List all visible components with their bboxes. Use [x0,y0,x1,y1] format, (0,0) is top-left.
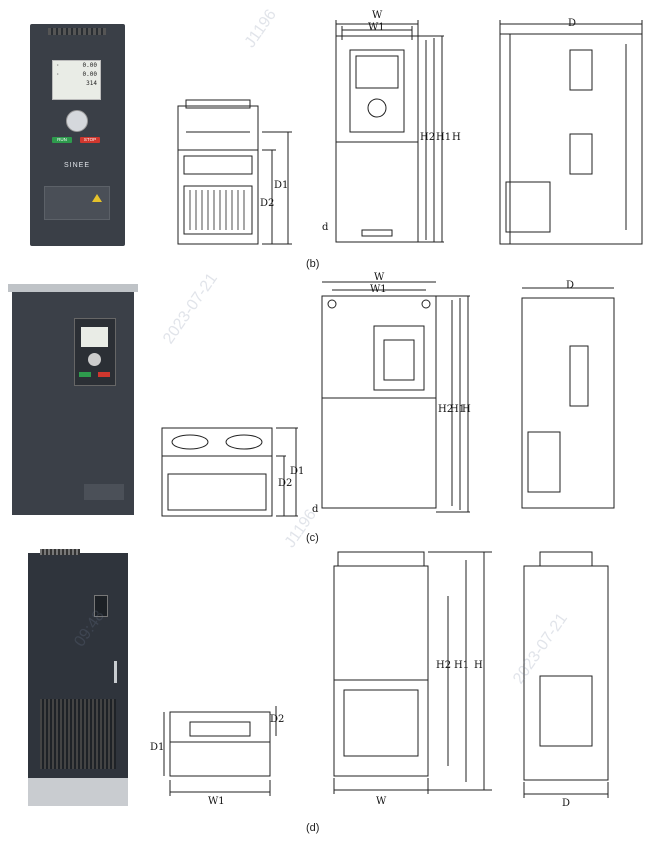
keypad-display: ·0.00 ·0.00 314 [52,60,101,100]
panel-c-front-view [321,281,470,513]
panel-b-top-view [177,99,292,245]
b-label-d1: D1 [274,180,288,191]
nameplate [44,186,110,220]
c-label-d1: D1 [290,466,304,477]
panel-c-mount-bracket [8,284,138,292]
panel-d-keypad [94,595,108,617]
panel-c-nameplate [84,484,124,500]
d-label-h1: H1 [454,660,469,671]
panel-c-keypad [74,318,116,386]
display-line-2: 0.00 [82,71,97,78]
panel-d-product-photo [28,549,128,806]
d-label-d2: D2 [270,714,284,725]
d-label-h: H [474,660,483,671]
c-label-depth: D [566,280,574,291]
panel-c-top-view [161,427,298,517]
d-label-w1: W1 [208,796,225,807]
panel-c-product-photo [8,284,138,515]
c-label-w: W [374,272,385,283]
run-key: RUN [52,137,72,143]
panel-d-handle [114,661,117,683]
b-label-w1: W1 [368,22,385,33]
d-label-w: W [376,796,387,807]
display-line-3: 314 [86,80,97,87]
panel-d-side-view [523,551,609,798]
caption-b: (b) [306,258,320,270]
keypad-dial-icon [66,110,88,132]
b-label-h2: H2 [420,132,435,143]
panel-b-side-view [499,20,643,245]
c-label-d2: D2 [278,478,292,489]
d-label-depth: D [562,798,570,809]
b-label-h1: H1 [436,132,451,143]
b-label-h: H [452,132,461,143]
caption-d: (d) [306,822,320,834]
panel-c-side-view [521,287,615,509]
panel-b-front-view [335,20,444,243]
c-label-h1: H1 [450,404,465,415]
b-label-depth: D [568,18,576,29]
stop-key: STOP [80,137,100,143]
c-label-h2: H2 [438,404,453,415]
panel-b-product-photo: ·0.00 ·0.00 314 RUN STOP SINEE [30,24,125,246]
panel-d-top-view [163,706,277,796]
b-label-d: d [322,222,329,233]
b-label-w: W [372,10,383,21]
panel-d-front-view [333,551,492,794]
panel-d-plinth [28,778,128,806]
c-label-d: d [312,504,319,515]
display-line-1: 0.00 [82,62,97,69]
warning-icon [92,194,102,202]
caption-c: (c) [306,532,319,544]
c-label-w1: W1 [370,284,387,295]
b-label-d2: D2 [260,198,274,209]
panel-d-vent-grille [40,699,116,769]
d-label-h2: H2 [436,660,451,671]
c-label-h: H [462,404,471,415]
brand-logo: SINEE [64,162,91,169]
d-label-d1: D1 [150,742,164,753]
panel-d-top-vent [40,549,80,555]
panel-b-top-vent [48,28,106,35]
